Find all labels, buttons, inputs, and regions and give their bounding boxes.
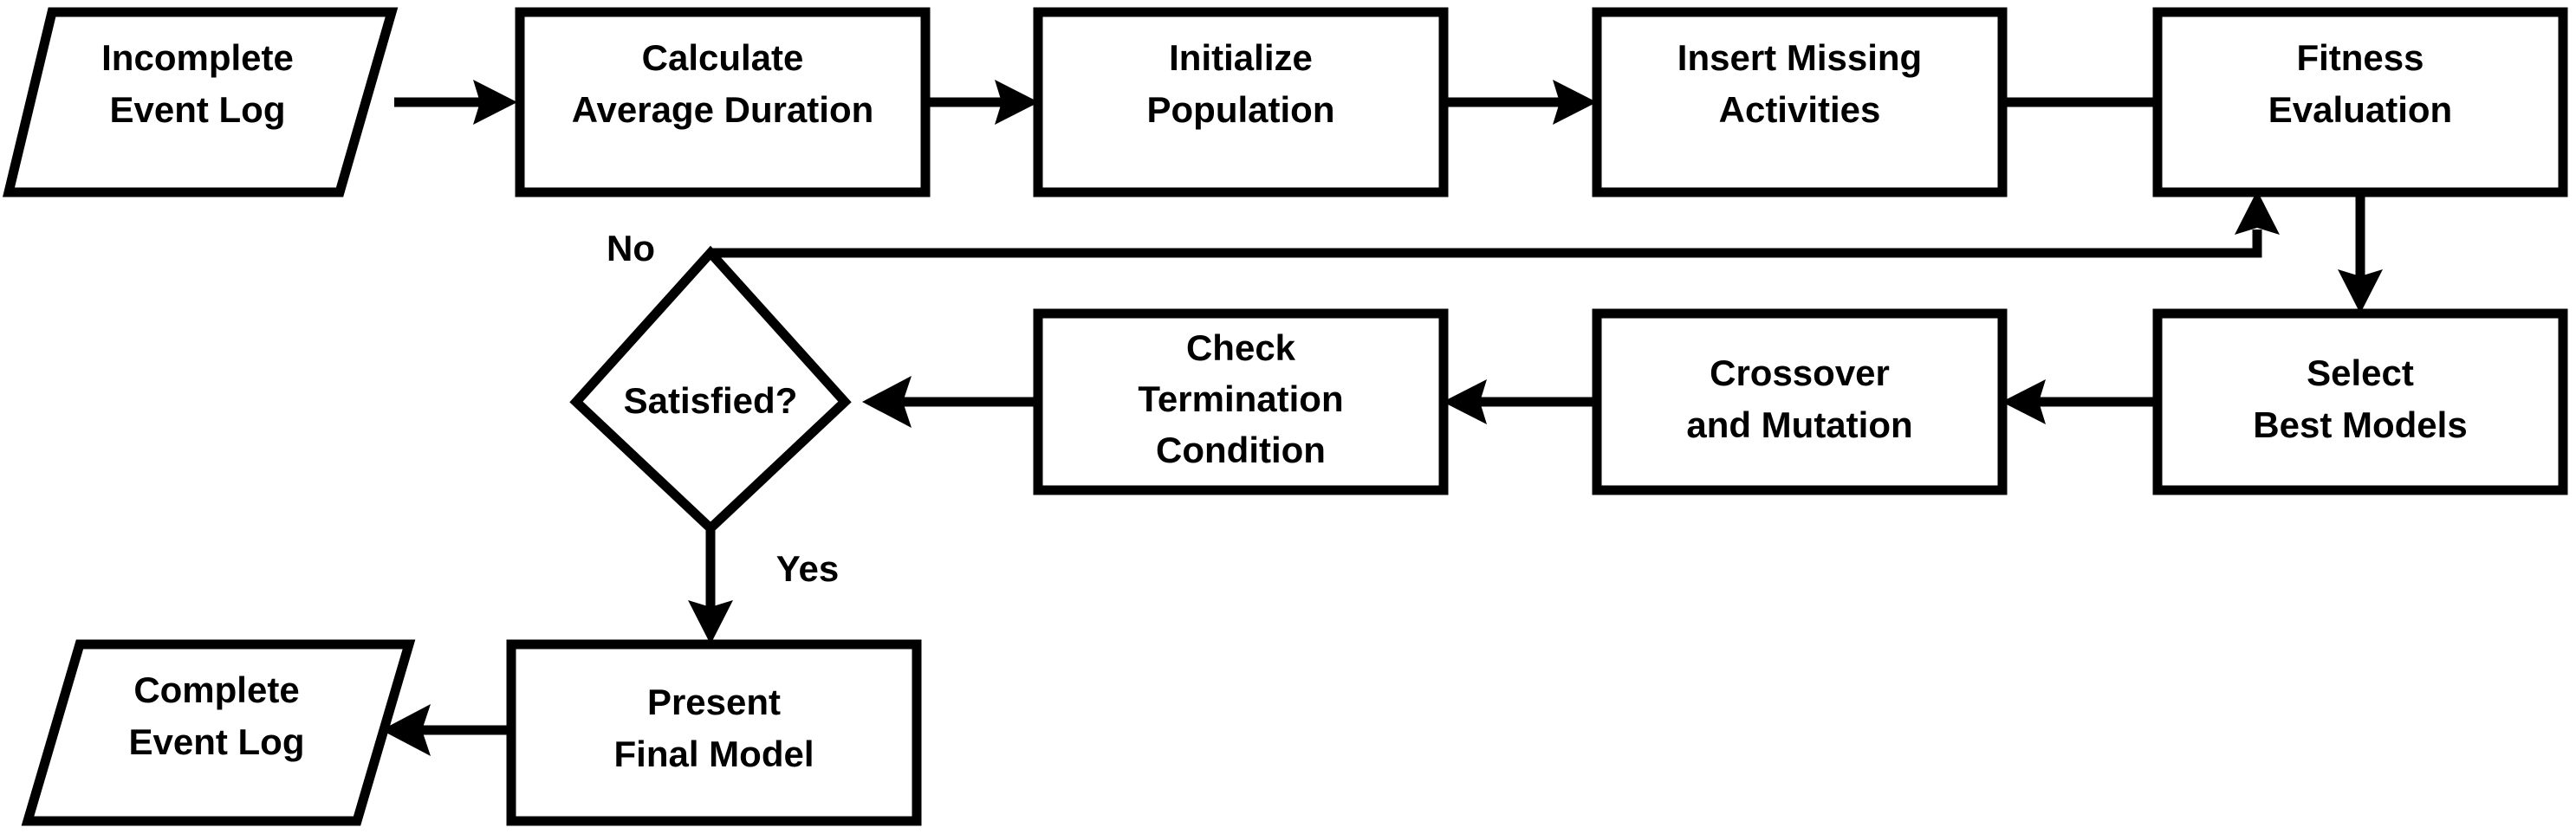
rectangle-shape [1592, 7, 2008, 197]
rectangle-shape [1033, 308, 1449, 495]
edge-present-to-complete-log [381, 704, 511, 756]
node-label-line2: Activities [1719, 89, 1881, 130]
node-label-line1: Complete [133, 669, 299, 710]
node-label-line1: Insert Missing [1677, 37, 1922, 78]
node-label-line1: Satisfied? [624, 380, 798, 421]
arrowhead-icon [2235, 191, 2280, 235]
node-fitness-evaluation[interactable]: Fitness Evaluation [2152, 7, 2568, 197]
node-label-line1: Initialize [1169, 37, 1313, 78]
parallelogram-shape [21, 639, 416, 826]
node-insert-missing-activities[interactable]: Insert Missing Activities [1592, 7, 2008, 197]
node-label-line2: Best Models [2253, 404, 2467, 445]
arrowhead-icon [2002, 379, 2046, 424]
node-calculate-average-duration[interactable]: Calculate Average Duration [515, 7, 931, 197]
node-label-line3: Condition [1156, 430, 1326, 470]
arrowhead-icon [1443, 379, 1487, 424]
edge-initialize-to-insert [1443, 80, 1597, 125]
diamond-shape [569, 245, 852, 535]
node-label-line2: Event Log [128, 721, 304, 762]
edge-calculate-to-initialize [925, 80, 1039, 125]
node-label-line2: Population [1147, 89, 1335, 130]
rectangle-shape [515, 7, 931, 197]
rectangle-shape [2152, 308, 2568, 495]
node-initialize-population[interactable]: Initialize Population [1033, 7, 1449, 197]
arrowhead-icon [1553, 80, 1597, 125]
node-label-line1: Present [647, 682, 781, 722]
edge-line [711, 230, 2262, 258]
arrowhead-icon [862, 376, 912, 428]
node-label-line1: Crossover [1710, 352, 1890, 393]
arrowhead-icon [381, 704, 431, 756]
edge-crossover-to-check [1443, 379, 1597, 424]
edge-select-to-crossover [2002, 379, 2157, 424]
node-complete-event-log[interactable]: Complete Event Log [21, 639, 416, 826]
node-label-line1: Fitness [2296, 37, 2424, 78]
node-label-line2: Evaluation [2268, 89, 2452, 130]
edge-label-no: No [607, 228, 655, 268]
edge-incomplete-log-to-calculate [394, 80, 517, 125]
rectangle-shape [1592, 308, 2008, 495]
edge-fitness-to-select [2338, 191, 2383, 314]
node-label-line2: Final Model [614, 734, 814, 774]
node-satisfied-decision[interactable]: Satisfied? [569, 245, 852, 535]
edge-label-yes: Yes [776, 548, 839, 589]
arrowhead-icon [2338, 269, 2383, 314]
node-label-line2: Termination [1138, 378, 1343, 419]
node-present-final-model[interactable]: Present Final Model [506, 639, 922, 826]
arrowhead-icon [688, 600, 733, 644]
node-label-line1: Select [2307, 352, 2414, 393]
arrowhead-icon [473, 80, 517, 125]
edge-check-to-satisfied [862, 376, 1038, 428]
parallelogram-shape [3, 7, 399, 197]
node-label-line2: Event Log [109, 89, 285, 130]
node-label-line1: Incomplete [101, 37, 294, 78]
edge-satisfied-yes-to-present [688, 528, 733, 644]
node-label-line2: Average Duration [572, 89, 874, 130]
rectangle-shape [506, 639, 922, 826]
edge-satisfied-no-to-fitness [711, 191, 2280, 258]
node-incomplete-event-log[interactable]: Incomplete Event Log [3, 7, 399, 197]
arrowhead-icon [995, 80, 1039, 125]
node-check-termination-condition[interactable]: Check Termination Condition [1033, 308, 1449, 495]
node-label-line2: and Mutation [1686, 404, 1912, 445]
node-select-best-models[interactable]: Select Best Models [2152, 308, 2568, 495]
node-crossover-and-mutation[interactable]: Crossover and Mutation [1592, 308, 2008, 495]
rectangle-shape [2152, 7, 2568, 197]
node-label-line1: Calculate [642, 37, 804, 78]
rectangle-shape [1033, 7, 1449, 197]
node-label-line1: Check [1186, 327, 1296, 368]
